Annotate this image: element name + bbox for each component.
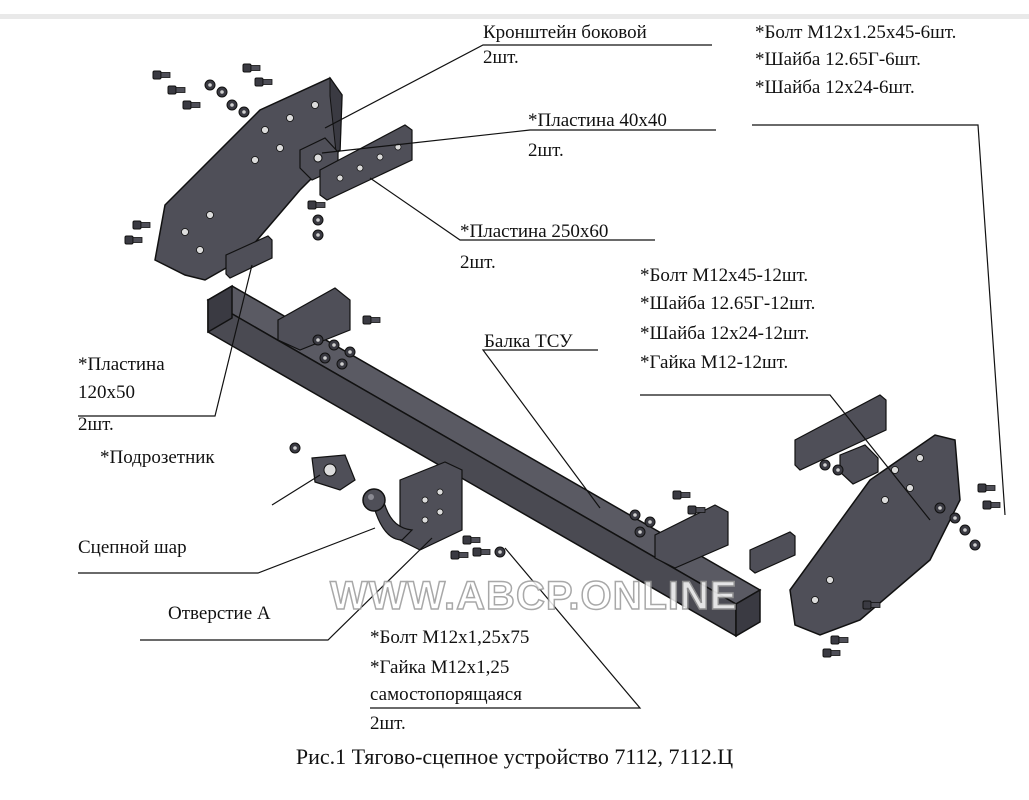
label-plate250-line1: *Пластина 250х60	[460, 221, 609, 242]
label-bolt-mid-line2: *Шайба 12.65Г-12шт.	[640, 293, 816, 314]
label-bolt-mid-line3: *Шайба 12х24-12шт.	[640, 323, 810, 344]
label-beam: Балка ТСУ	[484, 331, 573, 352]
leader-hole	[140, 537, 433, 641]
label-bolt75-line4: 2шт.	[370, 713, 406, 734]
label-bracket-line2: 2шт.	[483, 47, 519, 68]
ball-mount-plate	[399, 461, 463, 551]
leader-beam	[481, 349, 601, 509]
label-ball: Сцепной шар	[78, 537, 187, 558]
leader-bolts-top	[752, 124, 1006, 516]
left-side-bracket	[154, 76, 343, 281]
label-bolt-top-line2: *Шайба 12.65Г-6шт.	[755, 49, 921, 70]
label-bolt-top-line3: *Шайба 12х24-6шт.	[755, 77, 915, 98]
label-plate40-line2: 2шт.	[528, 140, 564, 161]
right-side-bracket	[789, 434, 961, 636]
watermark: WWW.ABCP.ONLINE	[329, 573, 738, 619]
leader-bolt-75	[370, 547, 642, 709]
label-plate120-line1: *Пластина	[78, 354, 165, 375]
label-socket: *Подрозетник	[100, 447, 215, 468]
tow-ball	[362, 488, 414, 541]
label-bolt-mid-line1: *Болт М12х45-12шт.	[640, 265, 809, 286]
label-plate120-line2: 120х50	[78, 382, 135, 403]
label-bolt-top-line1: *Болт М12х1.25х45-6шт.	[755, 22, 957, 43]
leader-bracket	[324, 44, 712, 129]
label-plate250-line2: 2шт.	[460, 252, 496, 273]
right-plate-250x60	[794, 394, 887, 471]
leader-socket	[271, 474, 321, 506]
leader-ball	[78, 527, 376, 574]
label-hole: Отверстие А	[168, 603, 271, 624]
left-plate-250x60	[319, 124, 413, 201]
leader-bolts-mid	[640, 394, 931, 521]
leader-lines	[78, 44, 1006, 709]
leader-plate-40x40	[321, 129, 716, 154]
label-bolt75-line1: *Болт М12х1,25х75	[370, 627, 530, 648]
beam-right-mount	[654, 504, 729, 569]
label-bracket-line1: Кронштейн боковой	[483, 22, 647, 43]
label-bolt75-line2: *Гайка М12х1,25	[370, 657, 510, 678]
socket-bracket	[311, 454, 356, 491]
label-plate120-line3: 2шт.	[78, 414, 114, 435]
figure-caption: Рис.1 Тягово-сцепное устройство 7112, 71…	[295, 744, 734, 769]
label-bolt75-line3: самостопорящаяся	[370, 684, 522, 705]
label-bolt-mid-line4: *Гайка М12-12шт.	[640, 352, 789, 373]
leader-plate-250x60	[369, 177, 655, 241]
label-plate40-line1: *Пластина 40х40	[528, 110, 667, 131]
bolts-top-left	[152, 63, 273, 118]
beam-left-mount	[277, 287, 351, 351]
leader-plate-120x50	[78, 264, 253, 417]
top-border	[0, 14, 1029, 19]
left-plate-120x50	[225, 235, 273, 279]
right-plate-120x50	[749, 531, 796, 574]
